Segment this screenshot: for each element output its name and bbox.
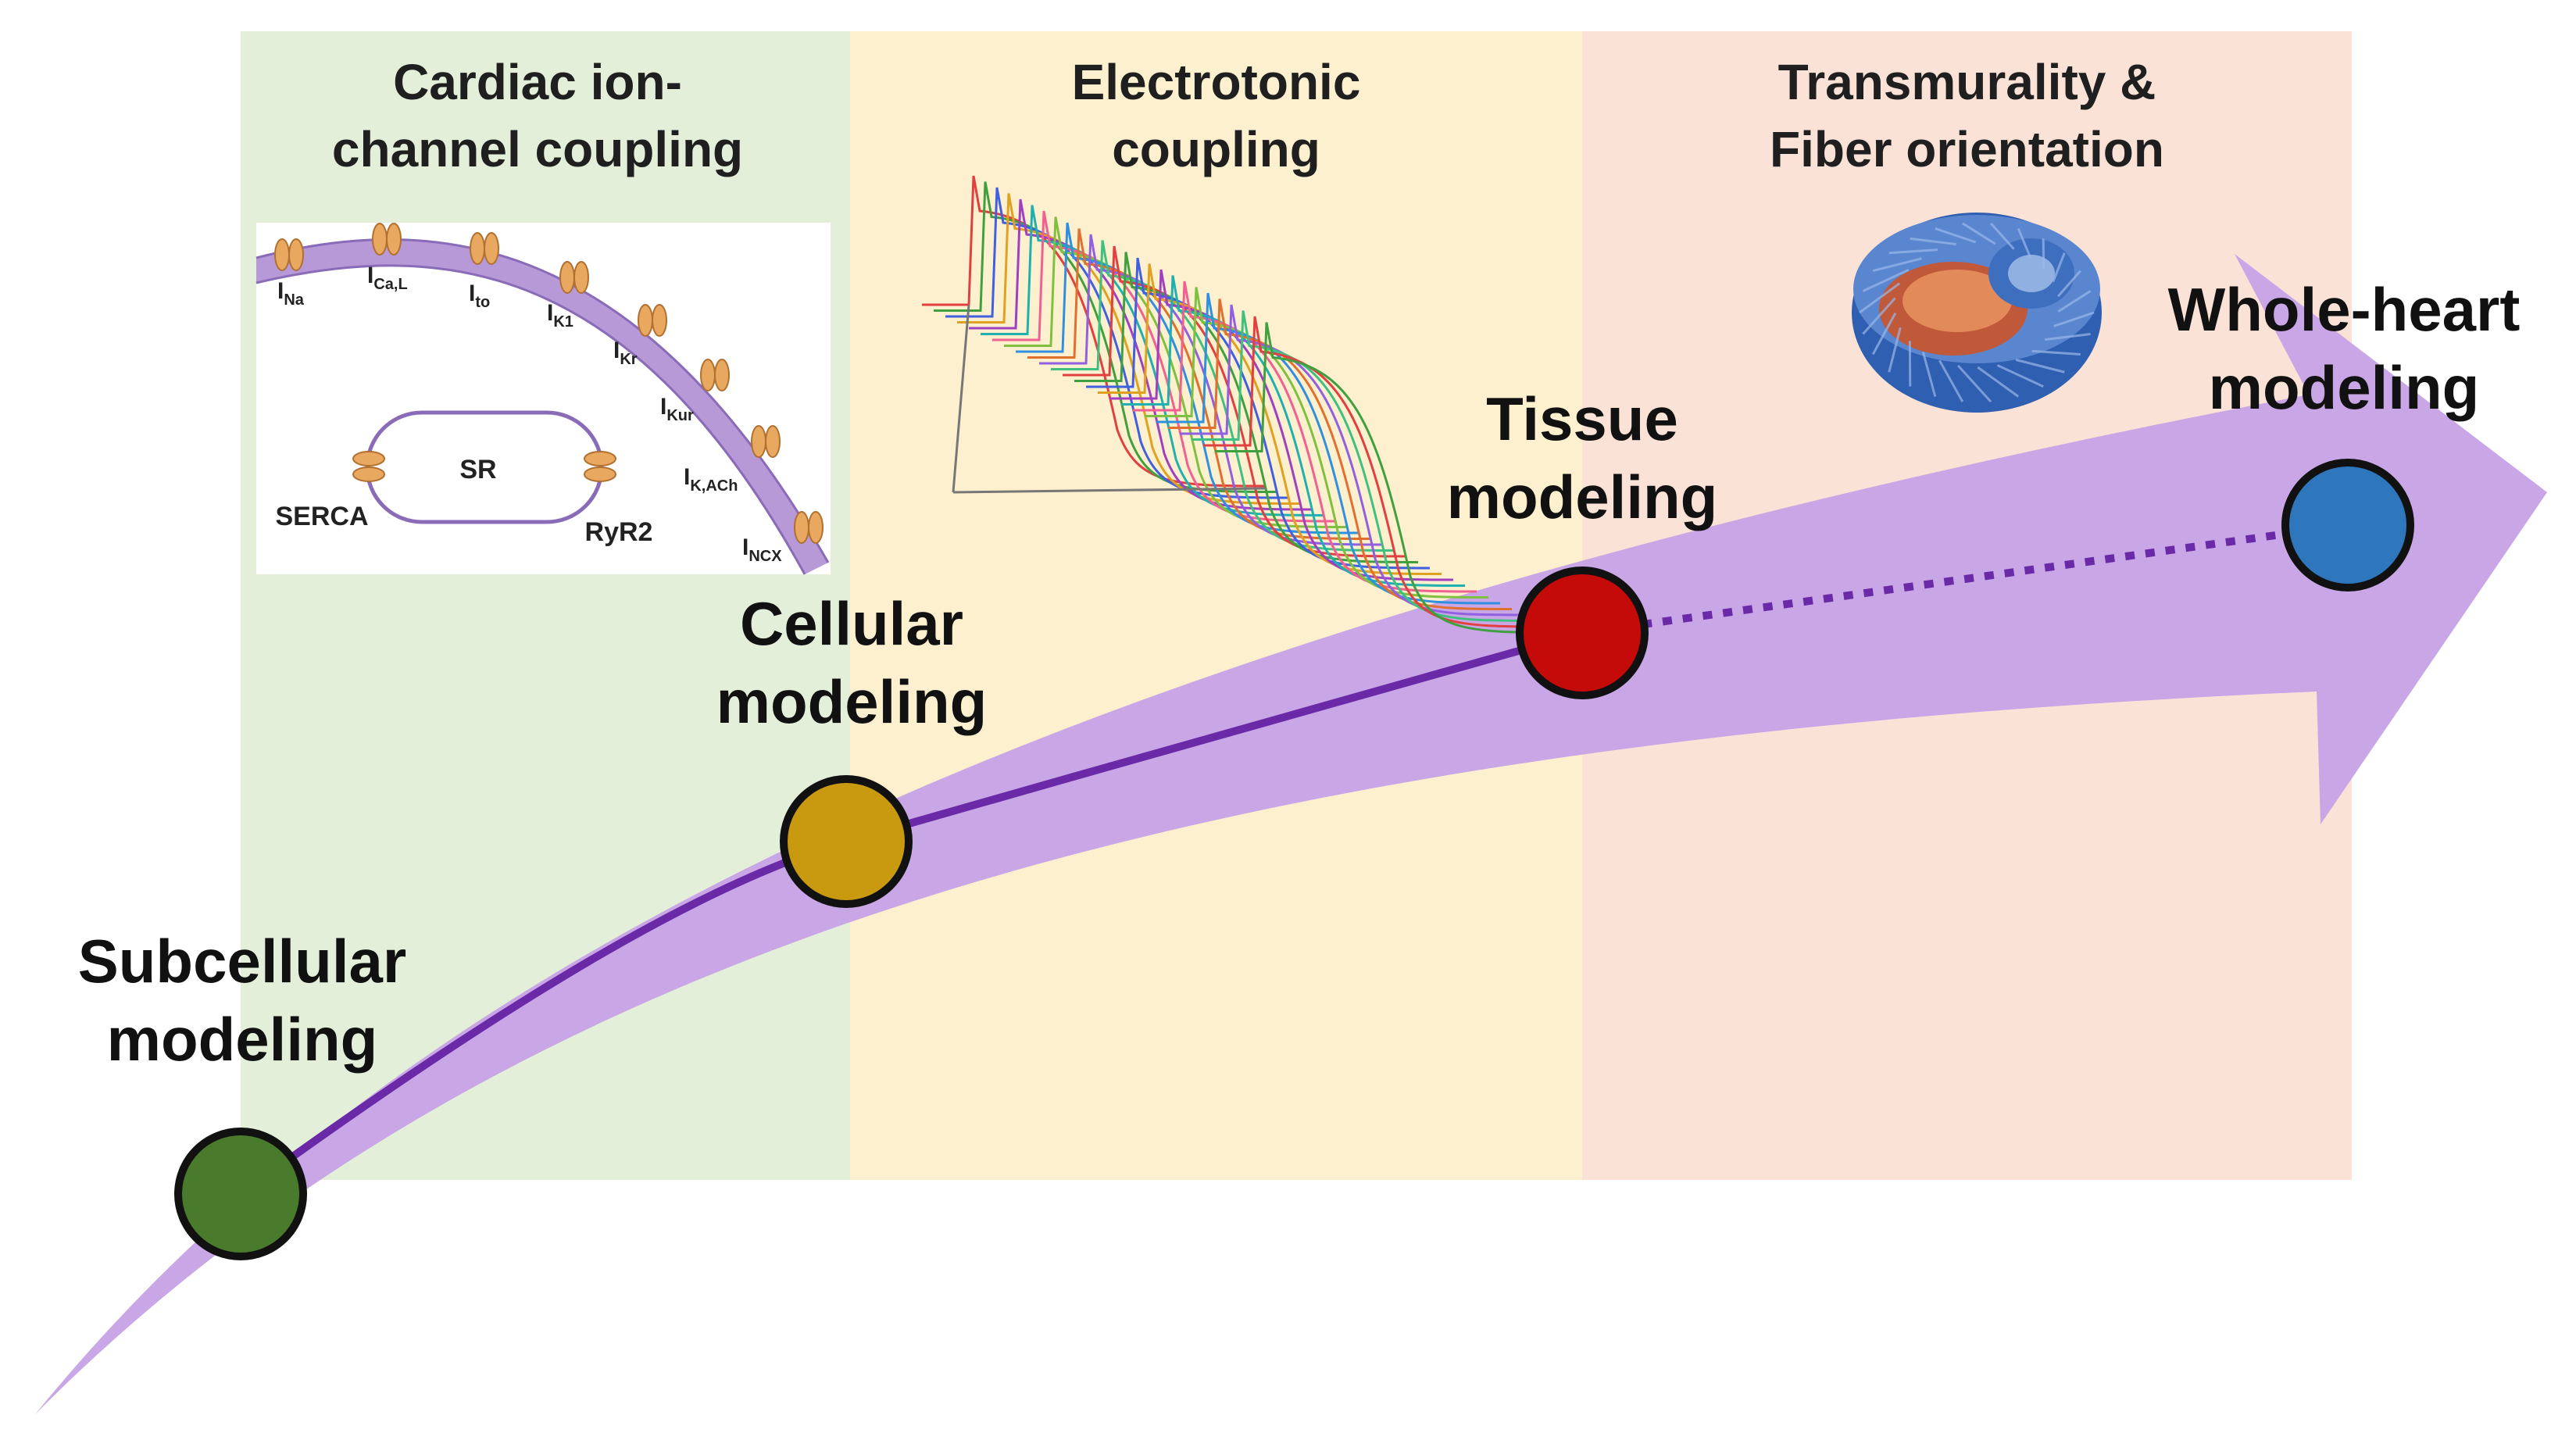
ryr2-label: RyR2 — [585, 517, 653, 547]
panel-title-ion-channel: Cardiac ion- channel coupling — [241, 48, 834, 183]
panel-title-electrotonic: Electrotonic coupling — [850, 48, 1582, 183]
heart-illustration — [1852, 213, 2102, 413]
node-cellular — [784, 779, 909, 904]
sr-label: SR — [459, 455, 496, 484]
stage-label-cellular: Cellular modeling — [641, 584, 1063, 741]
panel-title-transmurality: Transmurality & Fiber orientation — [1582, 48, 2352, 183]
node-subcellular — [178, 1131, 303, 1256]
stage-label-subcellular: Subcellular modeling — [31, 922, 453, 1078]
node-tissue — [1520, 570, 1645, 695]
stage-label-tissue: Tissue modeling — [1367, 380, 1797, 536]
node-whole-heart — [2285, 463, 2410, 588]
serca-label: SERCA — [275, 502, 368, 531]
stage-label-whole-heart: Whole-heart modeling — [2110, 270, 2576, 427]
